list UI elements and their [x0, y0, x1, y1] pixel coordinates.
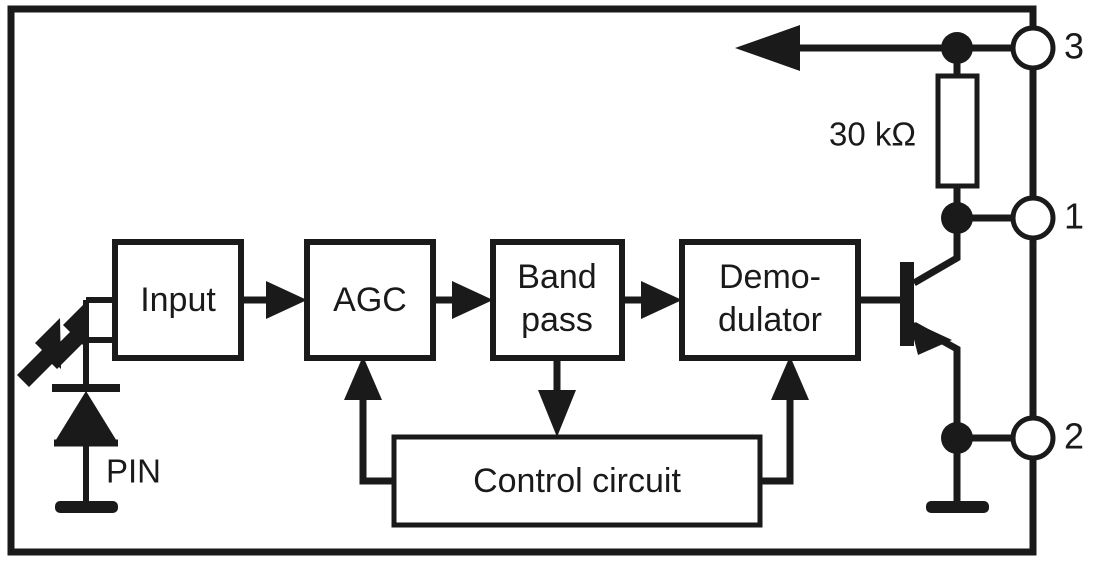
block-control-circuit[interactable]: Control circuit: [391, 434, 763, 528]
block-agc-label: AGC: [333, 281, 407, 319]
pin-1-label: 1: [1064, 196, 1084, 237]
arrow-agc-to-bandpass: [433, 281, 493, 319]
supply-direction-arrow: [735, 25, 957, 71]
pin-diode-label: PIN: [106, 453, 161, 490]
pin-diode-label-group: PIN: [106, 453, 161, 490]
pin-3-label: 3: [1064, 26, 1084, 67]
pin-3-terminal[interactable]: 3: [1010, 25, 1084, 71]
pin-2-label: 2: [1064, 416, 1084, 457]
npn-transistor: [900, 218, 961, 438]
block-input-label: Input: [140, 281, 216, 319]
feedback-bandpass-to-control: [538, 358, 576, 437]
incident-light-arrows: [17, 300, 89, 387]
ground-right-icon: [926, 501, 989, 513]
resistor-30k: 30 kΩ: [829, 48, 980, 218]
block-demodulator[interactable]: Demo- dulator: [679, 239, 861, 361]
arrow-bandpass-to-demodulator: [622, 281, 682, 319]
junction-dot-pin1: [941, 202, 973, 234]
block-bandpass-label-line2: pass: [521, 301, 593, 339]
junction-dot-pin3: [941, 32, 973, 64]
block-agc[interactable]: AGC: [304, 239, 436, 361]
block-bandpass-label-line1: Band: [517, 258, 596, 296]
block-demodulator-label-line1: Demo-: [719, 258, 821, 296]
ground-left-icon: [55, 501, 118, 513]
feedback-control-to-agc: [344, 356, 394, 485]
wire-diode-to-input: [83, 297, 115, 343]
block-input[interactable]: Input: [112, 239, 244, 361]
pin-1-terminal[interactable]: 1: [1010, 195, 1084, 241]
block-control-circuit-label: Control circuit: [473, 462, 681, 500]
block-demodulator-label-line2: dulator: [718, 301, 822, 339]
device-outline: [7, 5, 1037, 556]
pin-2-terminal[interactable]: 2: [1010, 415, 1084, 461]
feedback-control-to-demodulator: [760, 356, 809, 485]
resistor-value-label: 30 kΩ: [829, 116, 916, 153]
block-bandpass[interactable]: Band pass: [490, 239, 625, 361]
arrow-input-to-agc: [241, 281, 307, 319]
